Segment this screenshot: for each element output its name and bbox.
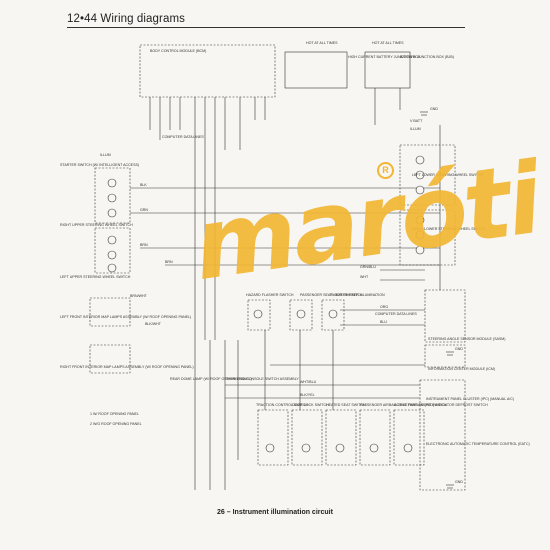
traction-box xyxy=(257,409,289,466)
bulb-icon xyxy=(107,193,117,203)
wire-brn-2: BRN xyxy=(165,260,173,264)
bulb-icon xyxy=(301,443,311,453)
wire-brn: BRN xyxy=(140,243,148,247)
hcb-label: HIGH CURRENT BATTERY JUNCTION BOX xyxy=(348,55,421,59)
gnd-label-2: GND xyxy=(455,347,463,351)
heated-seat-box xyxy=(325,409,357,466)
right-lower-label: RIGHT LOWER STEERING WHEEL SWITCH xyxy=(412,227,486,231)
icm-label: INFORMATION CENTER MODULE (ICM) xyxy=(428,367,495,371)
bulb-icon xyxy=(335,443,345,453)
wire-wht: WHT xyxy=(360,275,369,279)
left-lower-label: LEFT LOWER STEERING WHEEL SWITCH xyxy=(412,173,483,177)
right-upper-label: RIGHT UPPER STEERING WHEEL SWITCH xyxy=(60,223,133,227)
bulb-icon xyxy=(415,185,425,195)
heated-seat-label: HEATED SEAT SWITCH xyxy=(326,403,366,407)
header-rule xyxy=(67,27,465,28)
starter-switch-box xyxy=(94,167,131,224)
registered-mark: R xyxy=(377,162,394,179)
bulb-icon xyxy=(107,235,117,245)
bcm-box xyxy=(139,44,276,98)
gnd-label-1: GND xyxy=(430,107,438,111)
wire-blkwht: BLK/WHT xyxy=(145,322,162,326)
fuse-box-2 xyxy=(364,51,411,89)
bulb-icon xyxy=(296,309,306,319)
hazard-label: HAZARD FLASHER SWITCH xyxy=(246,293,294,297)
pad-label: PASSENGER AIRBAG DEACTIVATION (PAD) INDI… xyxy=(360,403,488,407)
bulb-icon xyxy=(415,170,425,180)
bulb-icon xyxy=(107,263,117,273)
wire-wht2: WHT/BLU xyxy=(300,380,317,384)
ipc-box xyxy=(419,379,466,491)
wire-brnwht: BRN/WHT xyxy=(130,294,148,298)
bulb-icon xyxy=(107,208,117,218)
bcm-label: BODY CONTROL MODULE (BCM) xyxy=(150,49,206,53)
rear-dome-label: REAR DOME LAMP (W/ ROOF OPENING PANEL) xyxy=(170,377,252,381)
hot-label-2: HOT AT ALL TIMES xyxy=(372,41,404,45)
right-front-map-label: RIGHT FRONT INTERIOR MAP LAMPS ASSEMBLY … xyxy=(60,365,194,369)
door-lock-box xyxy=(291,409,323,466)
seat-heater-box xyxy=(289,299,313,331)
icm-box xyxy=(424,344,466,368)
bulb-icon xyxy=(328,309,338,319)
illum2-label: ILLUM xyxy=(410,127,421,131)
note-1: 1 W/ ROOF OPENING PANEL xyxy=(90,412,139,416)
page-header: 12•44 Wiring diagrams xyxy=(67,13,185,25)
bulb-icon xyxy=(107,178,117,188)
hazard-box xyxy=(247,299,271,331)
bjb-label: BATTERY JUNCTION BOX (BJB) xyxy=(400,55,454,59)
bulb-icon xyxy=(415,230,425,240)
right-upper-switch-box xyxy=(94,227,131,274)
batt-label: V BATT xyxy=(410,119,423,123)
note-2: 2 W/O ROOF OPENING PANEL xyxy=(90,422,142,426)
bulb-icon xyxy=(369,443,379,453)
left-front-map-box xyxy=(89,297,131,327)
park-assist-label: ACTIVE PARK ASSIST SWITCH xyxy=(394,403,447,407)
wire-grnblu: GRN/BLU xyxy=(360,265,376,269)
overhead-label: OVERHEAD CONSOLE SWITCH ASSEMBLY xyxy=(225,377,299,381)
left-lower-switch-box xyxy=(399,144,456,206)
illum-label: ILLUM xyxy=(100,153,111,157)
left-upper-label: LEFT UPPER STEERING WHEEL SWITCH xyxy=(60,275,131,279)
sasm-label: STEERING ANGLE SENSOR MODULE (SASM) xyxy=(428,337,505,341)
bulb-icon xyxy=(253,309,263,319)
traction-label: TRACTION CONTROL SWITCH xyxy=(256,403,308,407)
bulb-icon xyxy=(415,215,425,225)
right-front-map-box xyxy=(89,344,131,374)
bulb-icon xyxy=(415,155,425,165)
sasm-box xyxy=(424,289,466,343)
bulb-icon xyxy=(107,250,117,260)
door-lock-label: DOOR LOCK SWITCH xyxy=(292,403,329,407)
eatc-label: ELECTRONIC AUTOMATIC TEMPERATURE CONTROL… xyxy=(426,442,530,446)
bulb-icon xyxy=(415,245,425,255)
computer-mid-label: COMPUTER DATA LINES xyxy=(375,312,417,316)
fuse-box-1 xyxy=(284,51,348,89)
bulb-icon xyxy=(403,443,413,453)
wire-org: ORG xyxy=(380,305,388,309)
left-front-map-label: LEFT FRONT INTERIOR MAP LAMPS ASSEMBLY (… xyxy=(60,315,191,319)
ipc-label: INSTRUMENT PANEL CLUSTER (IPC) (MANUAL A… xyxy=(426,397,514,401)
wire-blk2: BLK/YEL xyxy=(300,393,315,397)
right-lower-switch-box xyxy=(399,209,456,266)
bulb-icon xyxy=(265,443,275,453)
wire-blk: BLK xyxy=(140,183,147,187)
figure-caption: 26 – Instrument illumination circuit xyxy=(217,509,333,516)
wire-grn: GRN xyxy=(140,208,148,212)
floor-shifter-label: FLOOR SHIFTER ILLUMINATION xyxy=(330,293,385,297)
park-assist-box xyxy=(393,409,425,466)
computer-top-label: COMPUTER DATA LINES xyxy=(162,135,204,139)
starter-label: STARTER SWITCH (W/ INTELLIGENT ACCESS) xyxy=(60,163,139,167)
pad-box xyxy=(359,409,391,466)
hot-label-1: HOT AT ALL TIMES xyxy=(306,41,338,45)
passenger-seat-label: PASSENGER SEAT HEATER SWITCH xyxy=(300,293,363,297)
wire-blu: BLU xyxy=(380,320,387,324)
gnd-label-3: GND xyxy=(455,480,463,484)
